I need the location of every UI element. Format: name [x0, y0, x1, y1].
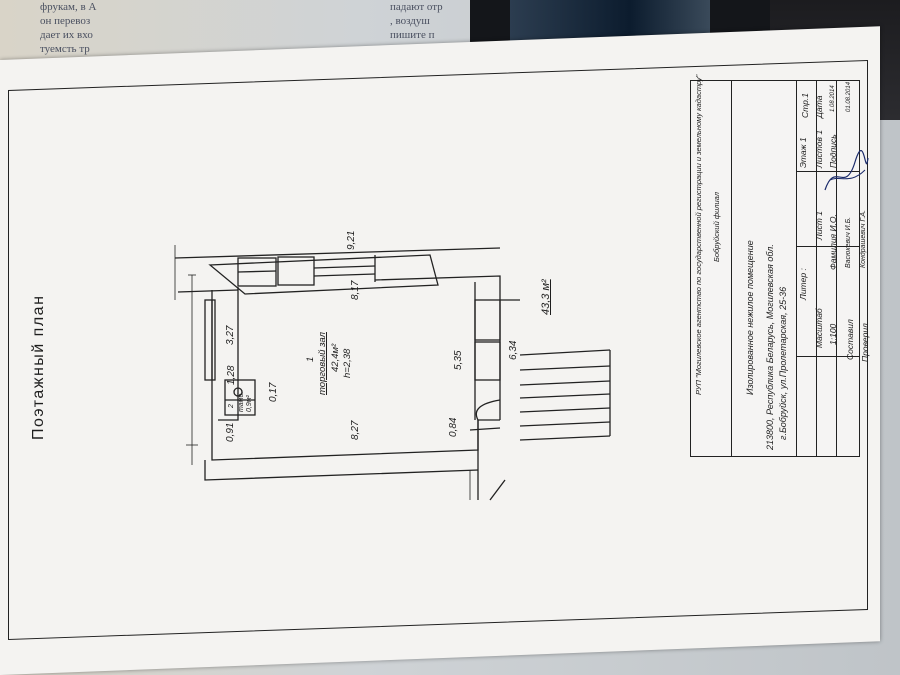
book-line: падают отр	[390, 1, 443, 13]
dim-9-21: 9,21	[346, 230, 357, 250]
stairs	[519, 349, 611, 441]
dim-0-17: 0,17	[268, 382, 279, 402]
stamp-surname: Фамилия И.О.	[828, 214, 838, 270]
book-line: он перевоз	[40, 15, 91, 27]
book-line: пишите п	[390, 29, 435, 41]
wall-bottom	[204, 460, 479, 481]
stamp-checked: Проверил	[860, 323, 870, 362]
window-top-2	[277, 256, 315, 286]
dim-5-35: 5,35	[453, 350, 464, 370]
dim-1-28: 1,28	[226, 365, 237, 385]
dim-0-84: 0,84	[448, 417, 459, 437]
stamp-date-label: Дата	[814, 95, 824, 118]
door-arc	[475, 399, 501, 421]
dim-6-34: 6,34	[508, 340, 519, 360]
room-name: торговый зал	[317, 332, 328, 395]
stamp-branch: Бобруйский филиал	[712, 192, 721, 262]
room-height: h=2,38	[342, 348, 353, 378]
title-block-stamp	[690, 80, 860, 457]
stamp-date1: 1.08.2014	[830, 85, 836, 112]
window-left	[204, 299, 216, 381]
stamp-page: Стр.1	[800, 93, 810, 118]
total-area: 43,3 м²	[540, 279, 552, 315]
room-number: 1	[305, 356, 316, 362]
stamp-scale: 1:100	[828, 323, 838, 345]
book-line: дает их вхо	[40, 29, 93, 41]
small-room-name: тамб.	[238, 391, 245, 412]
stamp-composer: Васюкевич И.Б.	[845, 216, 852, 268]
stamp-object: Изолированное нежилое помещение	[745, 240, 755, 395]
small-room-block	[224, 379, 256, 416]
wall-line-outer-top	[174, 247, 501, 259]
stamp-address-1: 213800, Республика Беларусь, Могилевская…	[765, 244, 775, 450]
stamp-floor: Этаж 1	[798, 137, 808, 168]
signature-scribble	[824, 150, 869, 191]
dim-3-27: 3,27	[225, 325, 236, 345]
wall-top-segment	[208, 254, 439, 295]
wall-right-outer	[374, 275, 501, 420]
window-right	[474, 341, 501, 381]
stamp-date2: 01.08.2014	[846, 81, 852, 112]
stamp-composed: Составил	[845, 319, 855, 360]
room-area: 42,4м²	[330, 343, 341, 372]
wall-inner-left	[218, 287, 239, 421]
book-line: туемсть тр	[40, 43, 90, 55]
stamp-org: РУП "Могилевское агентство по государств…	[694, 74, 703, 395]
book-line: фрукам, в А	[40, 1, 97, 13]
stamp-litera: Литер :	[798, 268, 808, 300]
dim-8-27: 8,27	[350, 420, 361, 440]
stamp-checker: Кондрашевич Г.А.	[860, 209, 867, 268]
stamp-sheet: Лист 1	[814, 211, 824, 240]
dim-0-91: 0,91	[225, 422, 236, 442]
dim-8-17: 8,17	[350, 280, 361, 300]
stamp-address-2: г.Бобруйск, ул.Пролетарская, 25-36	[778, 286, 788, 440]
small-room-area: 0,9м²	[246, 395, 253, 412]
small-room-number: 2	[228, 404, 235, 408]
book-line: , воздуш	[390, 15, 430, 27]
stamp-scale-label: Масштаб	[814, 308, 824, 348]
wall-line-outer-top-left	[177, 289, 239, 293]
